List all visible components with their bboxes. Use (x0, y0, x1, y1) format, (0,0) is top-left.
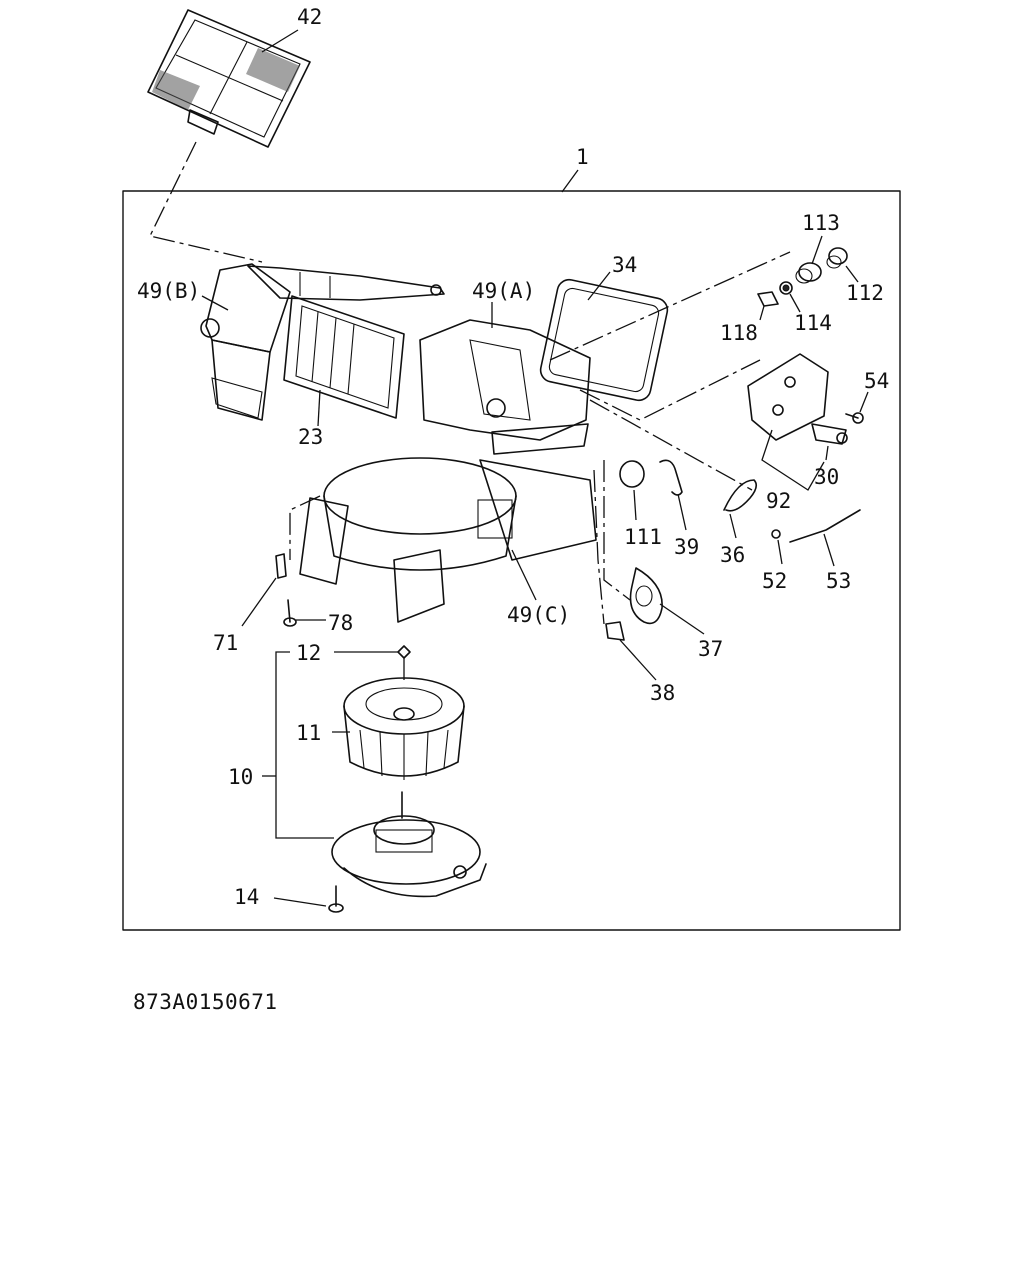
callout-49b: 49(B) (137, 279, 200, 303)
filter-frame-23 (283, 295, 405, 419)
callout-111: 111 (624, 525, 662, 549)
resistor-92 (747, 353, 829, 441)
clip-118 (757, 291, 779, 307)
clamp-39 (659, 459, 683, 496)
case-49a (419, 319, 591, 455)
callout-23: 23 (298, 425, 323, 449)
case-49b (200, 263, 291, 421)
assembly-line-37 (603, 460, 631, 601)
gasket-37 (629, 567, 663, 625)
blower-motor-10 (331, 791, 487, 898)
bracket-71 (275, 553, 287, 579)
callout-10: 10 (228, 765, 253, 789)
assembly-line-38 (593, 469, 605, 625)
callout-113: 113 (802, 211, 840, 235)
clip-38 (605, 621, 625, 641)
callout-12: 12 (296, 641, 321, 665)
callout-49c: 49(C) (507, 603, 570, 627)
callout-118: 118 (720, 321, 758, 345)
nut-12 (397, 645, 411, 659)
callout-1: 1 (576, 145, 589, 169)
pin-52 (771, 529, 781, 539)
callout-78: 78 (328, 611, 353, 635)
callout-92: 92 (766, 489, 791, 513)
cap-111 (619, 460, 645, 488)
callout-30: 30 (814, 465, 839, 489)
assembly-line-71 (289, 495, 321, 560)
callout-114: 114 (794, 311, 832, 335)
connector-30 (811, 423, 848, 445)
callout-52: 52 (762, 569, 787, 593)
duct-top (247, 265, 445, 301)
screw-14 (328, 885, 344, 913)
callout-71: 71 (213, 631, 238, 655)
rod-53 (789, 509, 861, 543)
blower-fan-11 (343, 677, 465, 780)
air-filter-42 (147, 9, 311, 148)
callout-112: 112 (846, 281, 884, 305)
grommet-113 (795, 262, 822, 284)
assembly-frame (122, 190, 901, 931)
assembly-line-36 (589, 399, 753, 491)
clip-114 (779, 281, 793, 295)
diagram-reference-code: 873A0150671 (133, 990, 278, 1014)
callout-36: 36 (720, 543, 745, 567)
leader-lines (201, 29, 869, 907)
assembly-line-filter (149, 141, 263, 263)
callout-34: 34 (612, 253, 637, 277)
callout-38: 38 (650, 681, 675, 705)
callout-53: 53 (826, 569, 851, 593)
plug-112 (826, 247, 848, 269)
callout-14: 14 (234, 885, 259, 909)
case-49c-blower-housing (299, 457, 597, 623)
screw-54 (845, 412, 864, 424)
callout-37: 37 (698, 637, 723, 661)
assembly-line-92 (579, 359, 761, 421)
callout-54: 54 (864, 369, 889, 393)
assembly-line-34 (549, 251, 791, 361)
seal-34 (539, 278, 669, 402)
cable-36 (723, 479, 758, 512)
screw-78 (283, 599, 297, 627)
callout-49a: 49(A) (472, 279, 535, 303)
callout-11: 11 (296, 721, 321, 745)
callout-39: 39 (674, 535, 699, 559)
callout-42: 42 (297, 5, 322, 29)
